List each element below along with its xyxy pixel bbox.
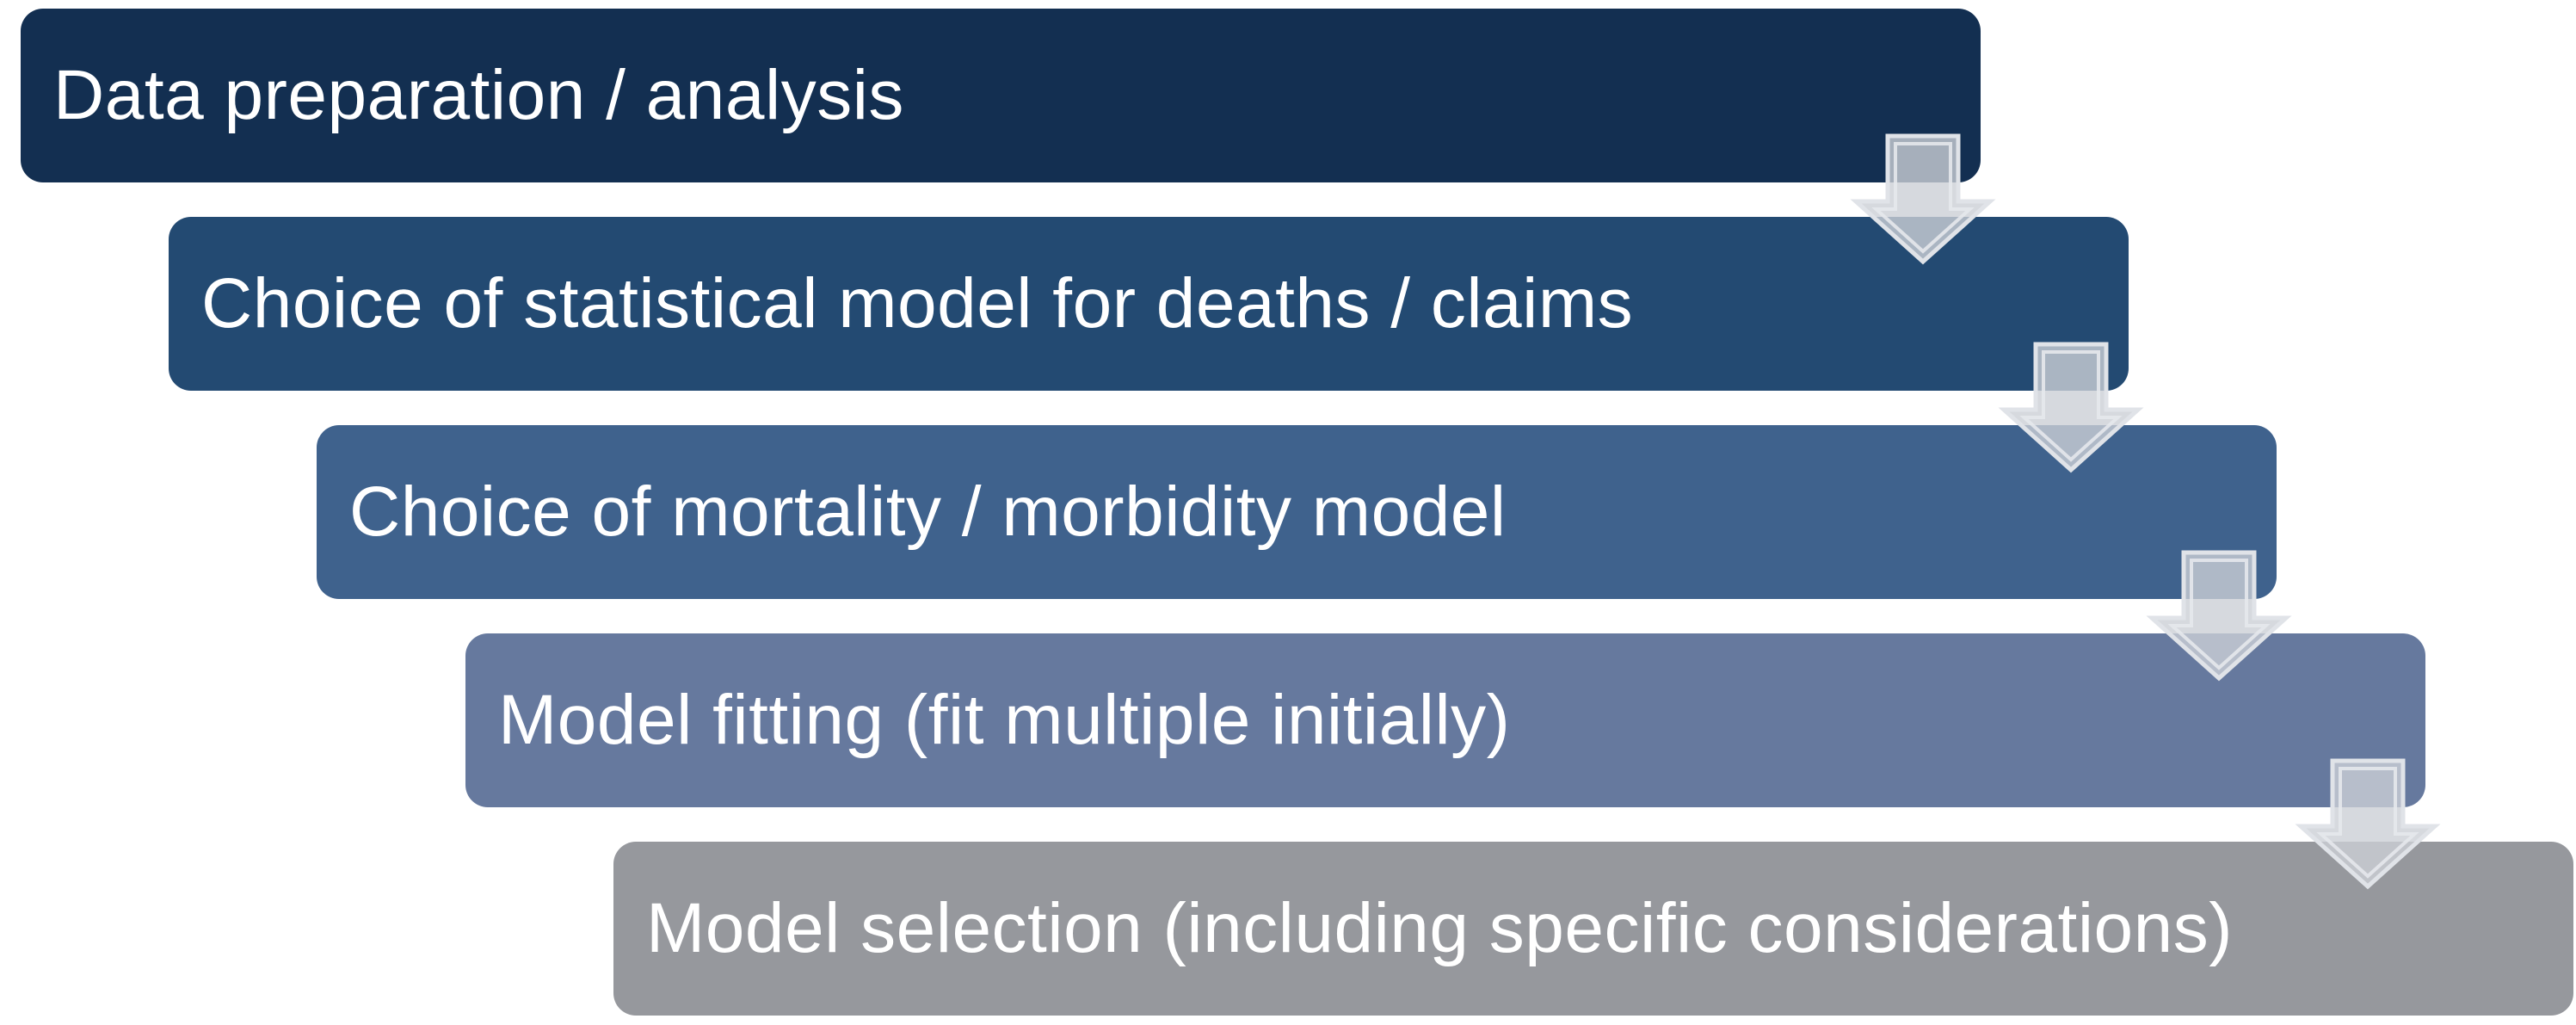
down-arrow-icon <box>2146 550 2292 682</box>
down-arrow-body <box>2146 550 2292 682</box>
down-arrow-icon <box>1850 133 1996 265</box>
down-arrow-icon <box>2295 758 2441 890</box>
down-arrow-body <box>1850 133 1996 265</box>
step-label: Choice of statistical model for deaths /… <box>201 264 1634 343</box>
step-box-data-preparation: Data preparation / analysis <box>21 9 1981 182</box>
down-arrow-icon <box>1998 342 2144 473</box>
step-box-model-fitting: Model fitting (fit multiple initially) <box>465 633 2425 807</box>
step-box-model-selection: Model selection (including specific cons… <box>613 842 2573 1016</box>
down-arrow-inner-bevel <box>1871 142 1975 254</box>
step-label: Model fitting (fit multiple initially) <box>498 681 1511 759</box>
down-arrow-body <box>1998 342 2144 473</box>
step-label: Model selection (including specific cons… <box>646 889 2234 967</box>
down-arrow-inner-bevel <box>2019 350 2123 462</box>
down-arrow-body <box>2295 758 2441 890</box>
step-box-mortality-model: Choice of mortality / morbidity model <box>317 425 2277 599</box>
step-label: Choice of mortality / morbidity model <box>349 472 1507 551</box>
down-arrow-inner-bevel <box>2316 767 2419 879</box>
step-label: Data preparation / analysis <box>53 56 904 134</box>
down-arrow-inner-bevel <box>2167 559 2271 670</box>
step-box-statistical-model: Choice of statistical model for deaths /… <box>169 217 2129 391</box>
